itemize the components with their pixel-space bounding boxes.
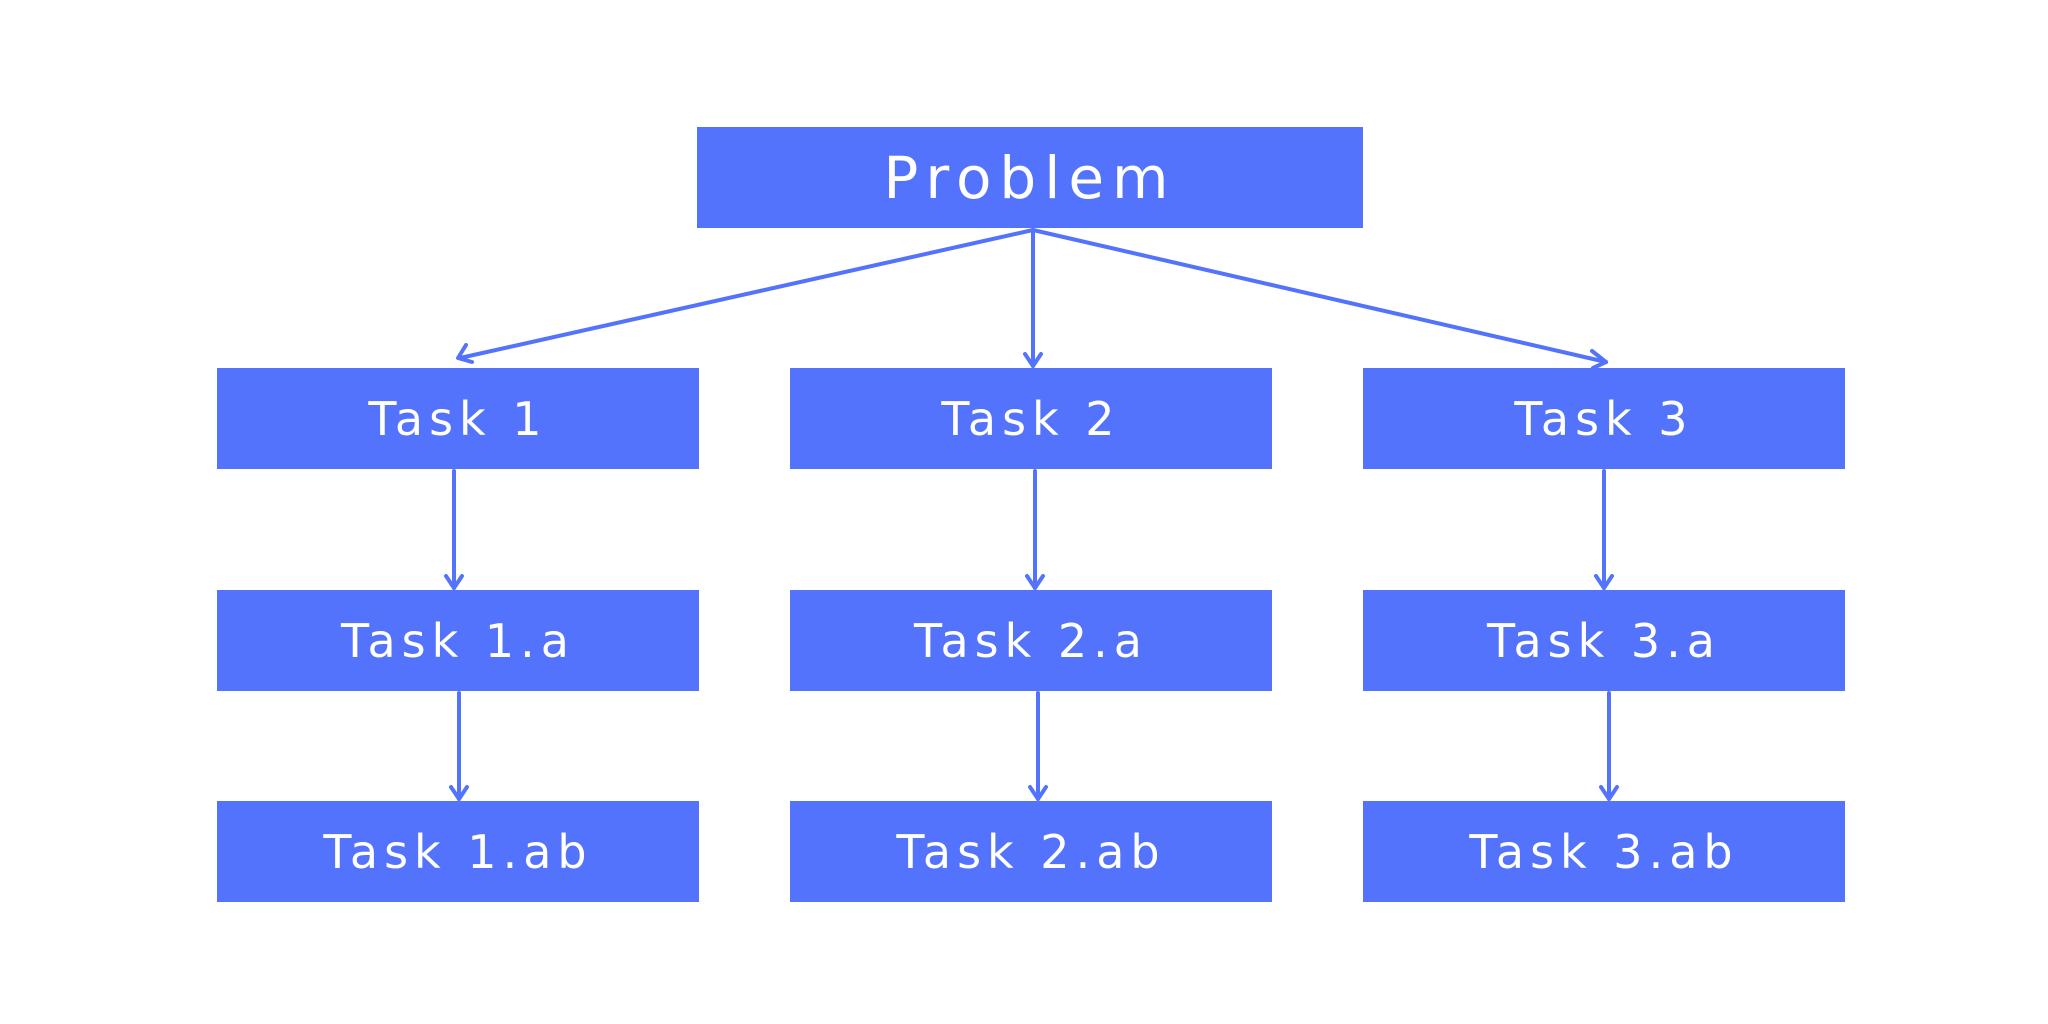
connector-task2a-task2ab (1028, 691, 1048, 801)
task-2-box: Task 2 (790, 368, 1272, 469)
task-1a-label: Task 1.a (341, 613, 575, 668)
task-2a-box: Task 2.a (790, 590, 1272, 691)
task-1-label: Task 1 (368, 391, 548, 446)
problem-label: Problem (883, 143, 1177, 212)
connector-problem-task1 (456, 228, 1035, 364)
connector-task2-task2a (1025, 469, 1045, 590)
connector-task1a-task1ab (449, 691, 469, 801)
task-1a-box: Task 1.a (217, 590, 699, 691)
connector-task3-task3a (1594, 469, 1614, 590)
connector-problem-task2 (1023, 228, 1043, 368)
task-3ab-box: Task 3.ab (1363, 801, 1845, 902)
connector-problem-task3 (1031, 228, 1608, 370)
task-2ab-label: Task 2.ab (896, 824, 1166, 879)
task-2-label: Task 2 (941, 391, 1121, 446)
task-2a-label: Task 2.a (914, 613, 1148, 668)
task-1-box: Task 1 (217, 368, 699, 469)
connector-task3a-task3ab (1599, 691, 1619, 801)
task-3-box: Task 3 (1363, 368, 1845, 469)
task-3a-box: Task 3.a (1363, 590, 1845, 691)
task-3-label: Task 3 (1514, 391, 1694, 446)
connector-task1-task1a (444, 469, 464, 590)
task-3a-label: Task 3.a (1487, 613, 1721, 668)
problem-box: Problem (697, 127, 1363, 228)
task-1ab-label: Task 1.ab (323, 824, 593, 879)
task-1ab-box: Task 1.ab (217, 801, 699, 902)
task-2ab-box: Task 2.ab (790, 801, 1272, 902)
task-3ab-label: Task 3.ab (1469, 824, 1739, 879)
